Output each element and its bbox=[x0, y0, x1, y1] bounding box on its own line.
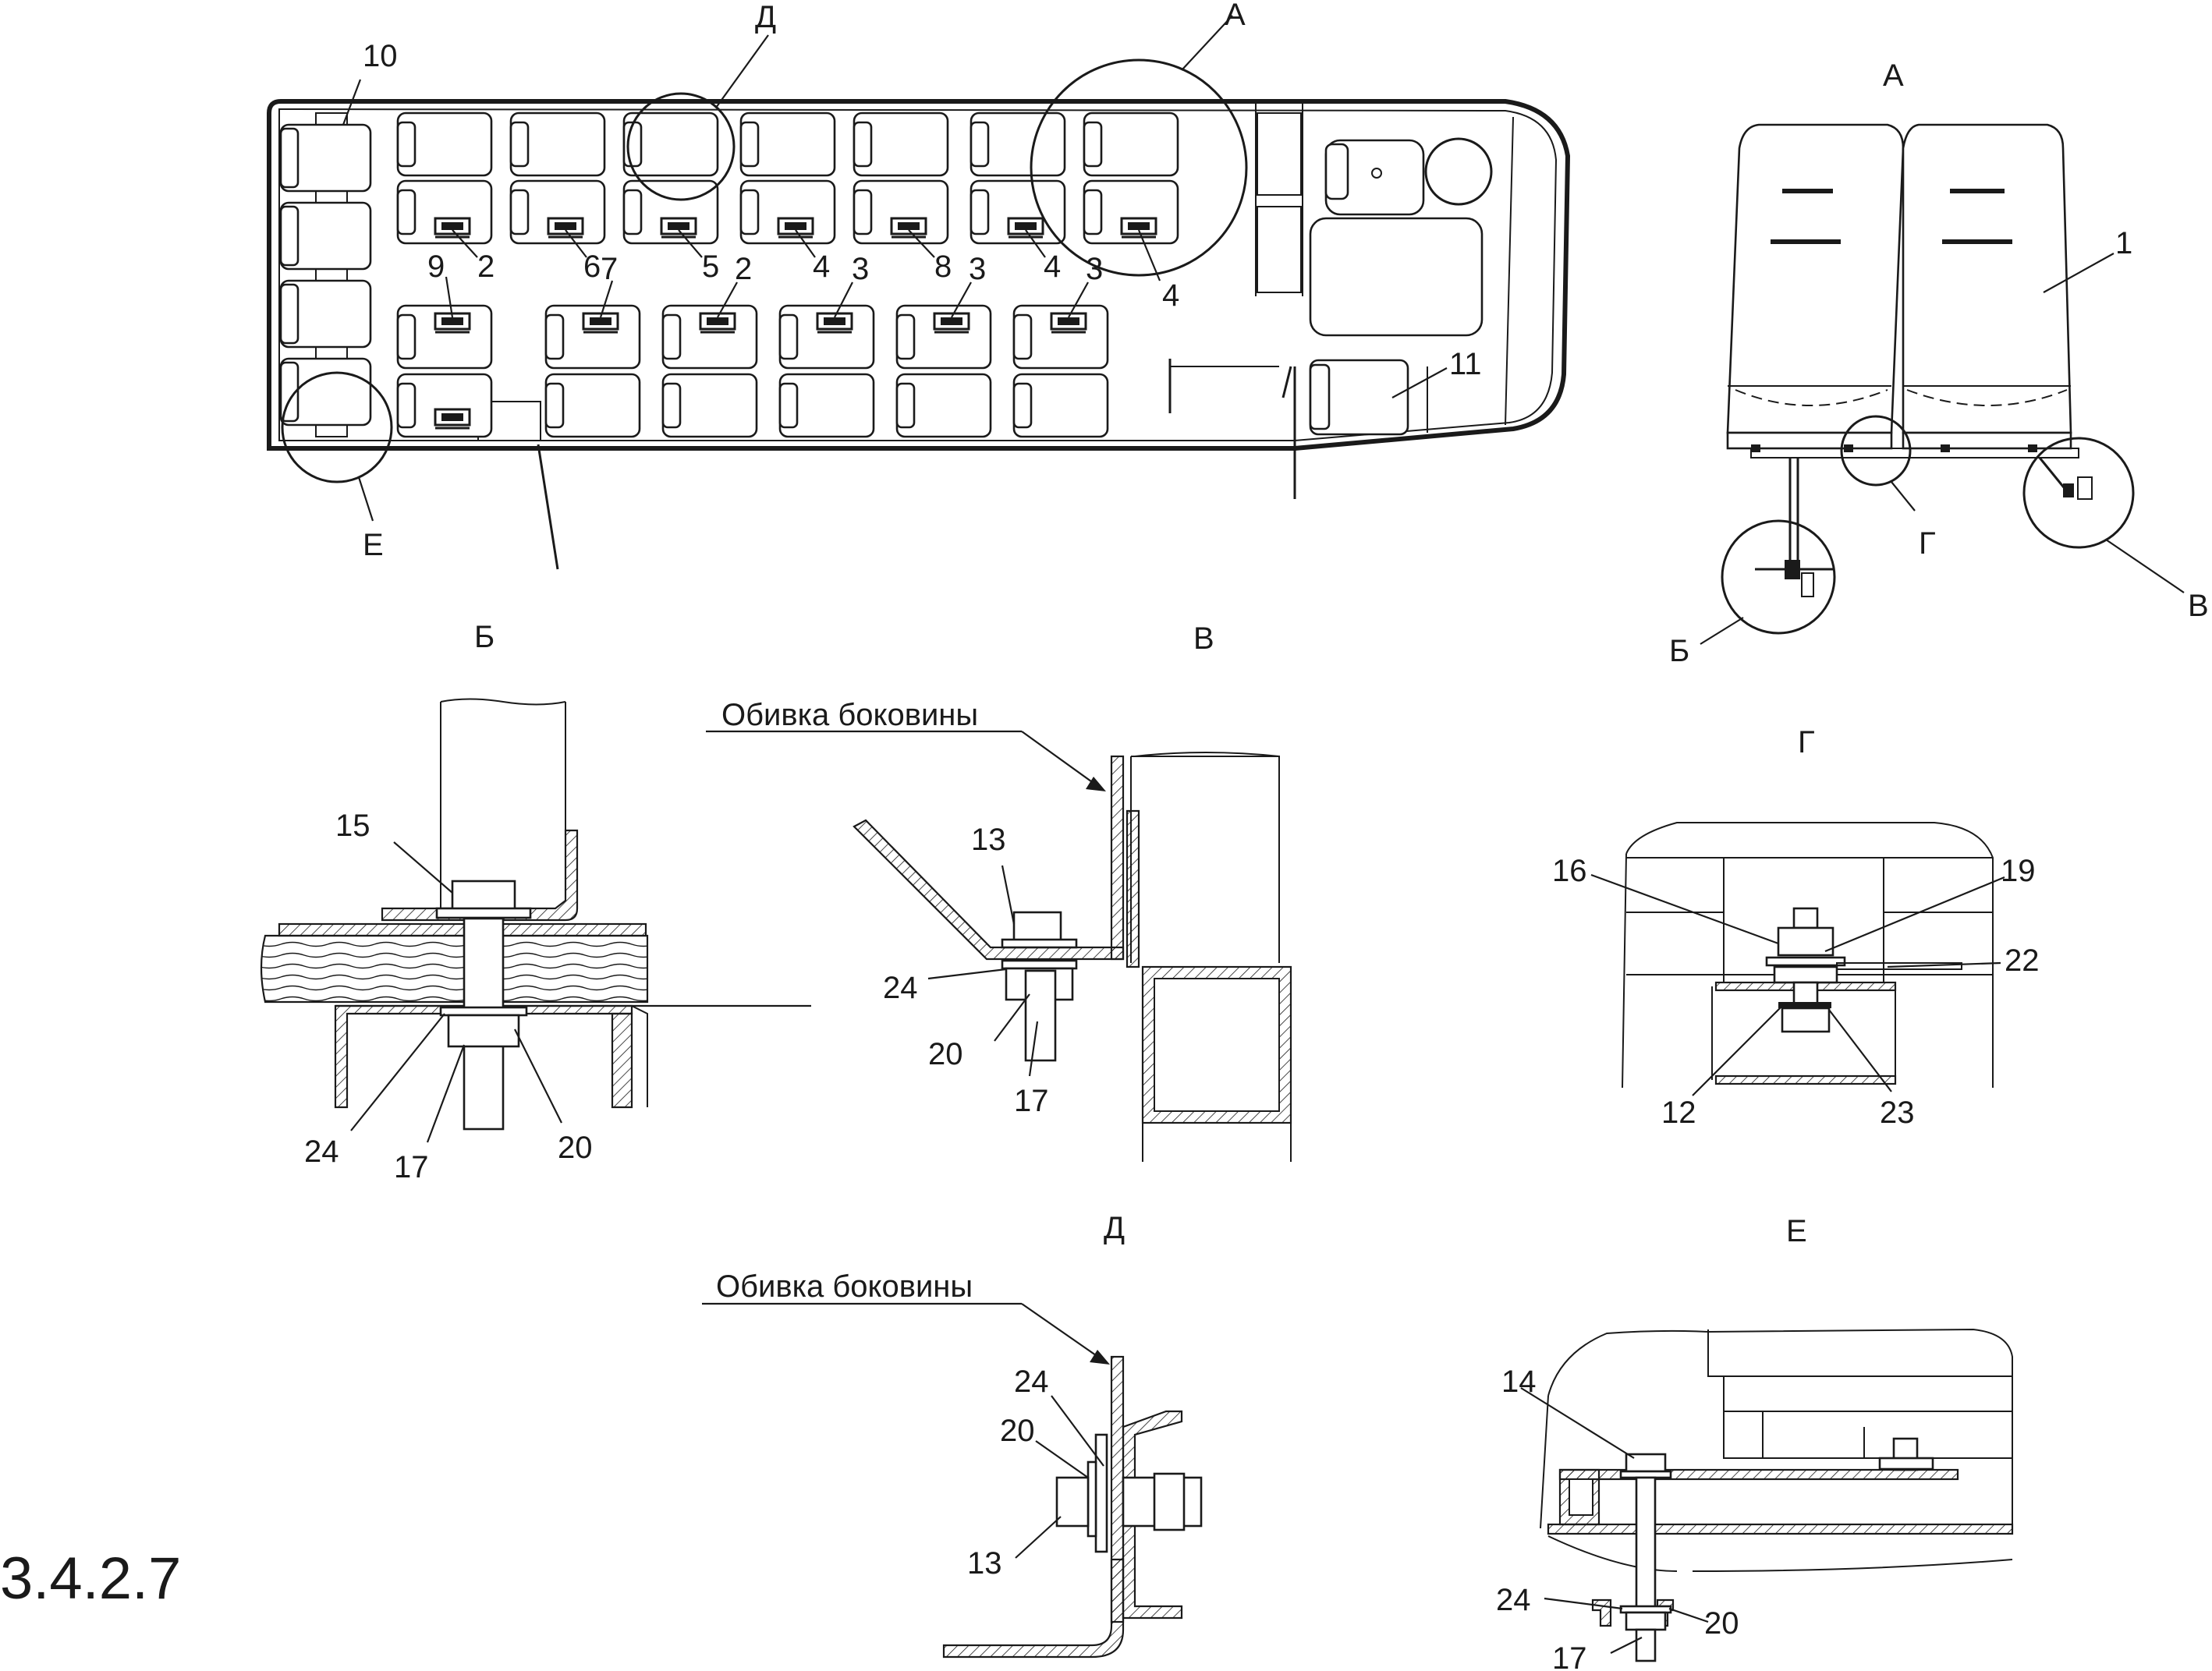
callout-23: 23 bbox=[1880, 1096, 1915, 1130]
view-title-b: Б bbox=[474, 620, 495, 654]
callout-13: 13 bbox=[971, 823, 1006, 857]
view-label-b: Б bbox=[1669, 634, 1689, 668]
callout-1: 1 bbox=[2115, 226, 2132, 260]
callout-13-d: 13 bbox=[967, 1546, 1002, 1581]
view-title-g: Г bbox=[1798, 725, 1815, 759]
view-label-g: Г bbox=[1919, 526, 1936, 561]
callout-6: 6 bbox=[583, 250, 601, 284]
callout-8: 8 bbox=[934, 250, 952, 284]
callout-24-v: 24 bbox=[883, 971, 918, 1005]
callout-2: 2 bbox=[477, 250, 495, 284]
callout-24-e: 24 bbox=[1496, 1583, 1531, 1617]
caption-side-trim-d: Обивка боковины bbox=[716, 1269, 973, 1304]
view-title-e: Е bbox=[1786, 1214, 1807, 1248]
detail-circle-a bbox=[1030, 58, 1248, 277]
callout-17-e: 17 bbox=[1552, 1641, 1587, 1671]
detail-circle-g bbox=[1840, 415, 1912, 487]
view-a-double-seat: А 1 Г В Б bbox=[1669, 58, 2209, 668]
view-label-a: А bbox=[1225, 0, 1246, 32]
view-d-wall-mount: Д Обивка боковины 24 20 13 bbox=[702, 1211, 1203, 1659]
callout-7: 7 bbox=[601, 252, 618, 286]
callout-4b: 4 bbox=[1044, 250, 1061, 284]
view-b-floor-mount: Б 15 24 17 20 bbox=[260, 620, 811, 1184]
callout-20: 20 bbox=[558, 1131, 593, 1165]
callout-17: 17 bbox=[394, 1150, 429, 1184]
seat-row-1 bbox=[396, 112, 1179, 177]
callout-3b: 3 bbox=[969, 252, 986, 286]
detail-circle-d bbox=[626, 92, 736, 201]
view-label-v: В bbox=[2188, 589, 2209, 623]
detail-circle-v bbox=[2022, 437, 2135, 549]
callout-11: 11 bbox=[1449, 347, 1482, 381]
callout-12: 12 bbox=[1661, 1096, 1696, 1130]
callout-20-d: 20 bbox=[1000, 1414, 1035, 1448]
callout-15: 15 bbox=[335, 809, 370, 843]
seat-row-3 bbox=[396, 304, 1109, 370]
callout-4c: 4 bbox=[1162, 278, 1179, 313]
callout-5: 5 bbox=[702, 250, 719, 284]
view-label-d: Д bbox=[755, 0, 776, 34]
view-g-seat-joint: Г 16 19 22 12 23 bbox=[1552, 725, 2040, 1130]
callout-19: 19 bbox=[2001, 854, 2036, 888]
rear-bench bbox=[279, 112, 372, 437]
seat-row-4 bbox=[396, 373, 1109, 438]
callout-14: 14 bbox=[1501, 1365, 1537, 1399]
bus-plan-view: 10 2 6 5 4 8 4 4 9 7 2 3 3 3 11 Д А Е bbox=[267, 0, 1571, 570]
callout-16: 16 bbox=[1552, 854, 1587, 888]
view-label-e: Е bbox=[363, 528, 384, 562]
callout-17-v: 17 bbox=[1014, 1084, 1049, 1118]
view-title-d: Д bbox=[1104, 1211, 1125, 1245]
view-e-rear-bench-mount: Е 14 24 17 20 bbox=[1496, 1214, 2014, 1671]
callout-2b: 2 bbox=[735, 252, 752, 286]
caption-side-trim-v: Обивка боковины bbox=[721, 698, 978, 732]
callout-10: 10 bbox=[363, 39, 398, 73]
detail-circle-e bbox=[281, 371, 393, 483]
view-title-v: В bbox=[1193, 621, 1214, 656]
callout-3: 3 bbox=[852, 252, 869, 286]
callout-20-e: 20 bbox=[1704, 1606, 1739, 1641]
callout-9: 9 bbox=[427, 250, 445, 284]
detail-circle-b bbox=[1721, 519, 1836, 635]
callout-24: 24 bbox=[304, 1135, 339, 1169]
view-v-side-mount: В Обивка боковины 13 24 20 17 bbox=[706, 621, 1292, 1162]
callout-20-v: 20 bbox=[928, 1037, 963, 1071]
view-title-a: А bbox=[1883, 58, 1904, 93]
callout-24-d: 24 bbox=[1014, 1365, 1049, 1399]
figure-number: 3.4.2.7 bbox=[0, 1545, 181, 1612]
callout-3c: 3 bbox=[1086, 252, 1103, 286]
seat-row-2 bbox=[396, 179, 1179, 245]
callout-4: 4 bbox=[813, 250, 830, 284]
callout-22: 22 bbox=[2005, 943, 2040, 978]
